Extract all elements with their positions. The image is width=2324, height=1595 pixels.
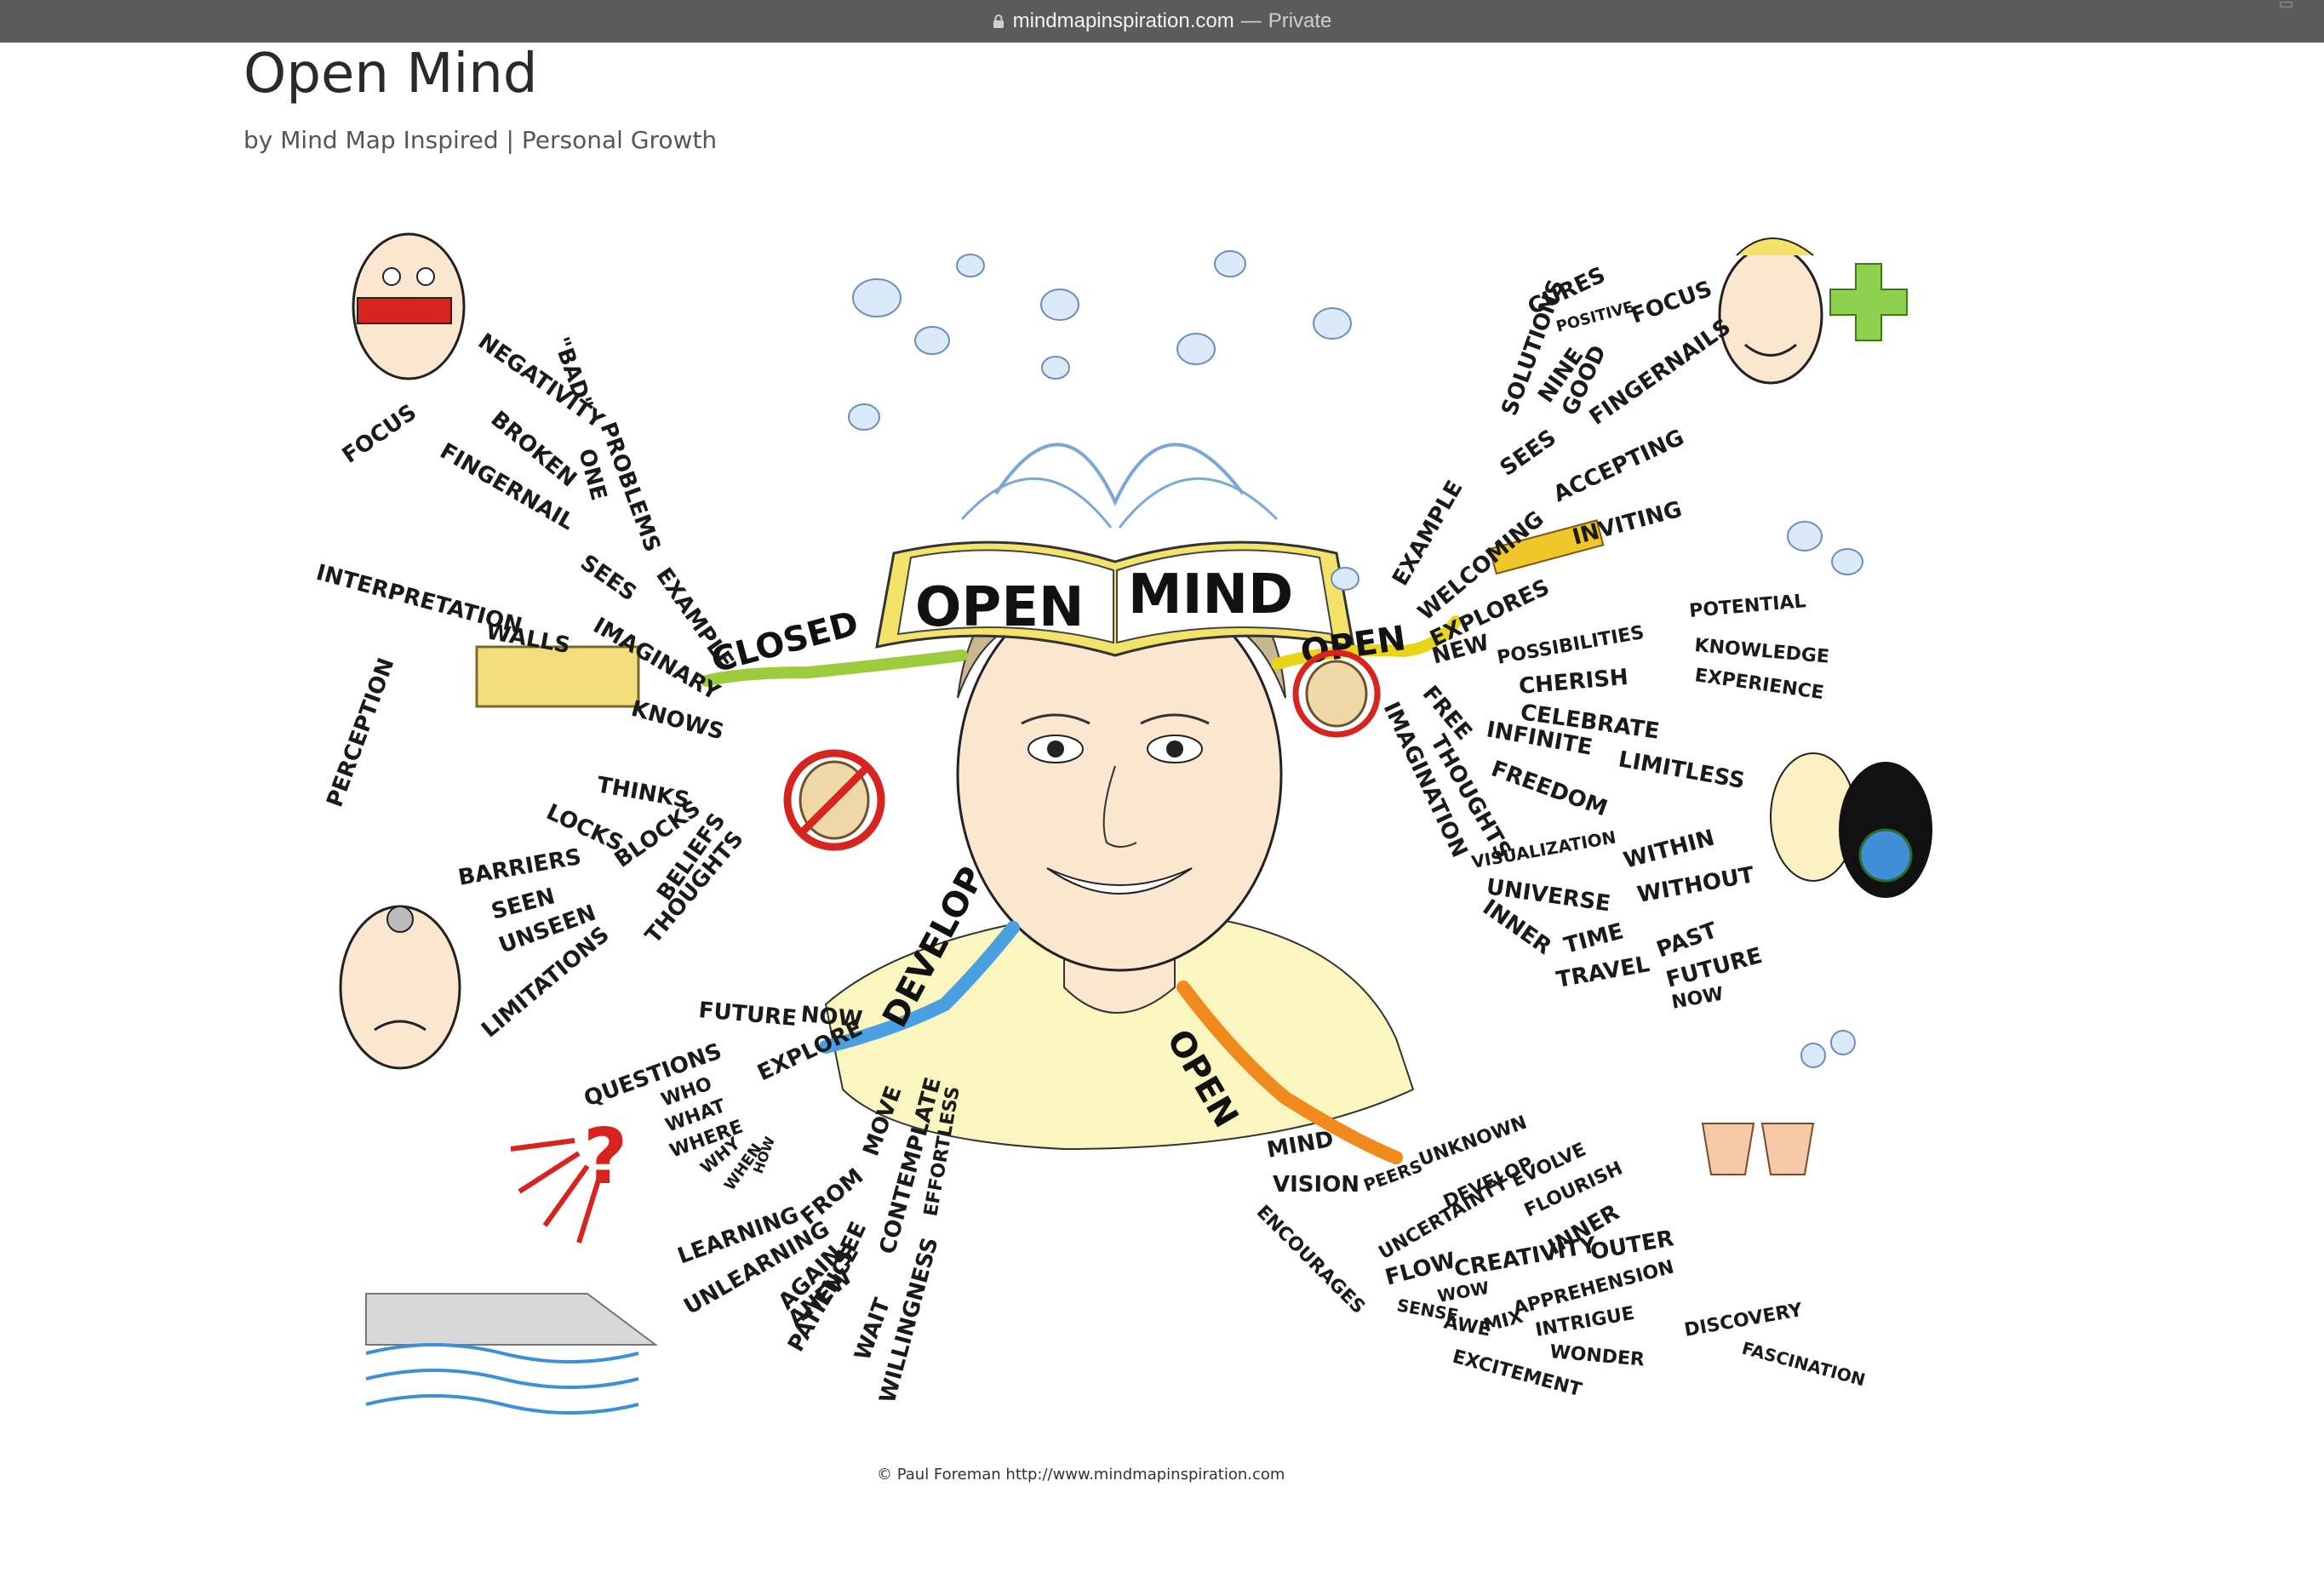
- word: ENCOURAGES: [1252, 1202, 1369, 1318]
- word: NOW: [799, 1002, 863, 1032]
- word: LIMITLESS: [1617, 746, 1747, 794]
- word: DISCOVERY: [1683, 1300, 1806, 1341]
- word: FASCINATION: [1740, 1338, 1868, 1391]
- word: WITHOUT: [1635, 862, 1756, 908]
- word: TIME: [1561, 918, 1626, 958]
- word: POSSIBILITIES: [1496, 622, 1646, 669]
- word: FOCUS: [1628, 277, 1715, 329]
- browser-address-bar[interactable]: mindmapinspiration.com — Private: [0, 0, 2324, 43]
- open2-branch: [1176, 980, 1403, 1164]
- word: CHERISH: [1518, 665, 1629, 700]
- mind-map-image: OPEN MIND CLOSED OPEN DEVELOP OPEN: [298, 221, 1966, 1498]
- smile-shape: [1046, 867, 1193, 895]
- question-arrows: [510, 1138, 603, 1243]
- word: FREEDOM: [1488, 756, 1611, 821]
- imaginary-wall-icon: [475, 645, 640, 708]
- closed-branch: [701, 649, 968, 687]
- word: ACCEPTING: [1549, 425, 1688, 507]
- category-link[interactable]: Personal Growth: [521, 126, 718, 154]
- word: FINGERNAILS: [1585, 314, 1736, 431]
- word: WONDER: [1548, 1341, 1645, 1371]
- happy-face-top-right: [1718, 237, 1908, 385]
- word: FOCUS: [338, 399, 421, 468]
- center-title-right: MIND: [1128, 563, 1293, 626]
- word: FUTURE: [697, 998, 798, 1032]
- word: BARRIERS: [456, 844, 583, 891]
- url-text[interactable]: mindmapinspiration.com: [1012, 9, 1234, 32]
- mind-map-copyright: © Paul Foreman http://www.mindmapinspira…: [877, 1466, 1285, 1484]
- word: PERCEPTION: [322, 655, 399, 810]
- url-separator: —: [1240, 9, 1262, 32]
- sea-scene-icon: [365, 1293, 658, 1415]
- word: EXPERIENCE: [1693, 665, 1825, 704]
- telescope-icon: [1488, 519, 1605, 575]
- thought-clouds: [848, 250, 1863, 591]
- lock-icon: [993, 14, 1004, 28]
- develop-branch: [819, 921, 1020, 1054]
- post-meta: by Mind Map Inspired | Personal Growth: [243, 126, 717, 154]
- page-title: Open Mind: [243, 43, 538, 106]
- private-mode-label: Private: [1268, 9, 1332, 32]
- mind-map-drawing: OPEN MIND CLOSED OPEN DEVELOP OPEN: [313, 232, 1932, 1415]
- word: VISION: [1273, 1172, 1359, 1198]
- earth-people-icon: [1770, 752, 1932, 898]
- author-link[interactable]: Mind Map Inspired: [280, 126, 499, 154]
- word: WOW: [1436, 1278, 1491, 1306]
- word: WITHIN: [1621, 825, 1717, 873]
- word: KNOWLEDGE: [1693, 635, 1829, 668]
- word: SEES: [575, 550, 641, 606]
- word: FROM: [796, 1163, 868, 1230]
- word: INVITING: [1570, 497, 1685, 551]
- open-brain-icon: [1292, 649, 1381, 738]
- frowning-face-bottom-left: [339, 905, 461, 1070]
- closed-brain-icon: [783, 749, 885, 851]
- center-title-left: OPEN: [915, 576, 1085, 639]
- word: SEES: [1496, 425, 1561, 481]
- open-branch: [1271, 615, 1462, 670]
- byline-prefix: by: [243, 126, 273, 154]
- meta-divider: |: [506, 126, 514, 154]
- window-corner-icon: ▭: [2278, 0, 2293, 13]
- question-mark-icon: ?: [583, 1112, 627, 1202]
- flower-pots-icon: [1701, 1030, 1856, 1175]
- grumpy-face-top-left: [352, 232, 466, 380]
- word: POTENTIAL: [1688, 591, 1806, 622]
